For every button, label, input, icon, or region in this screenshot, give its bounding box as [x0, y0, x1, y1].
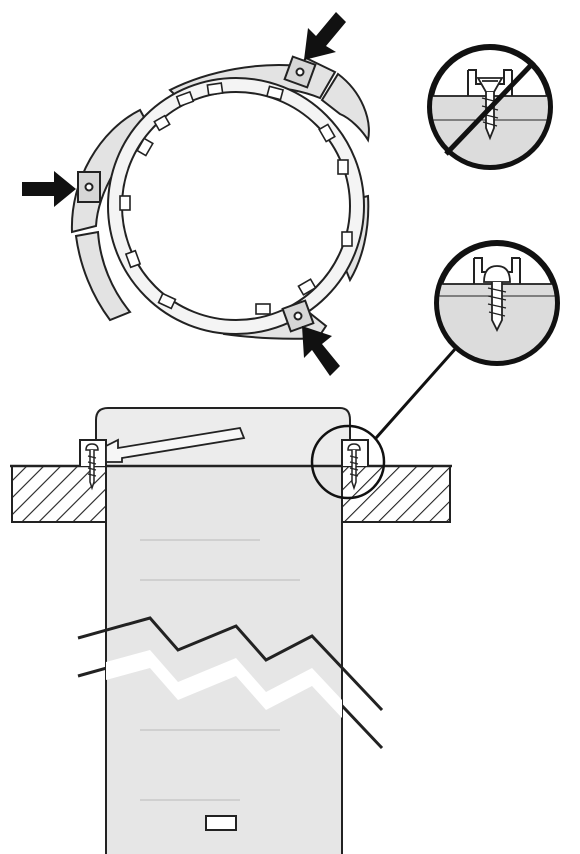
prohibited-slash — [444, 60, 536, 156]
arrow-bottom-right-icon — [302, 326, 340, 376]
ring-screw-right — [341, 439, 369, 491]
arrow-top-right-icon — [304, 12, 346, 60]
ring-clips — [119, 82, 353, 315]
ghost-lines — [140, 539, 300, 801]
break-gap — [106, 650, 342, 718]
ring-outer-segment-right — [320, 72, 370, 143]
mounting-ring — [70, 55, 370, 340]
screw-tab-left — [77, 171, 101, 203]
screw-hole — [293, 311, 303, 321]
screw-tab-top-right — [283, 55, 317, 89]
product-slot — [205, 815, 237, 831]
screw-hole — [295, 67, 305, 77]
latch-lever — [105, 426, 246, 463]
arrows — [22, 12, 346, 376]
break-line-upper — [77, 616, 384, 712]
callout-countersunk-screw — [427, 44, 553, 170]
detail-circle — [310, 424, 386, 500]
arrow-left-icon — [22, 171, 76, 207]
callout-pan-head-screw — [434, 240, 560, 366]
screw-hole — [84, 182, 94, 192]
ring-outer-segment-lower-left — [74, 230, 132, 322]
callout-leader-line — [374, 347, 458, 439]
mounting-surface-right — [341, 465, 451, 523]
cross-section — [10, 407, 452, 854]
